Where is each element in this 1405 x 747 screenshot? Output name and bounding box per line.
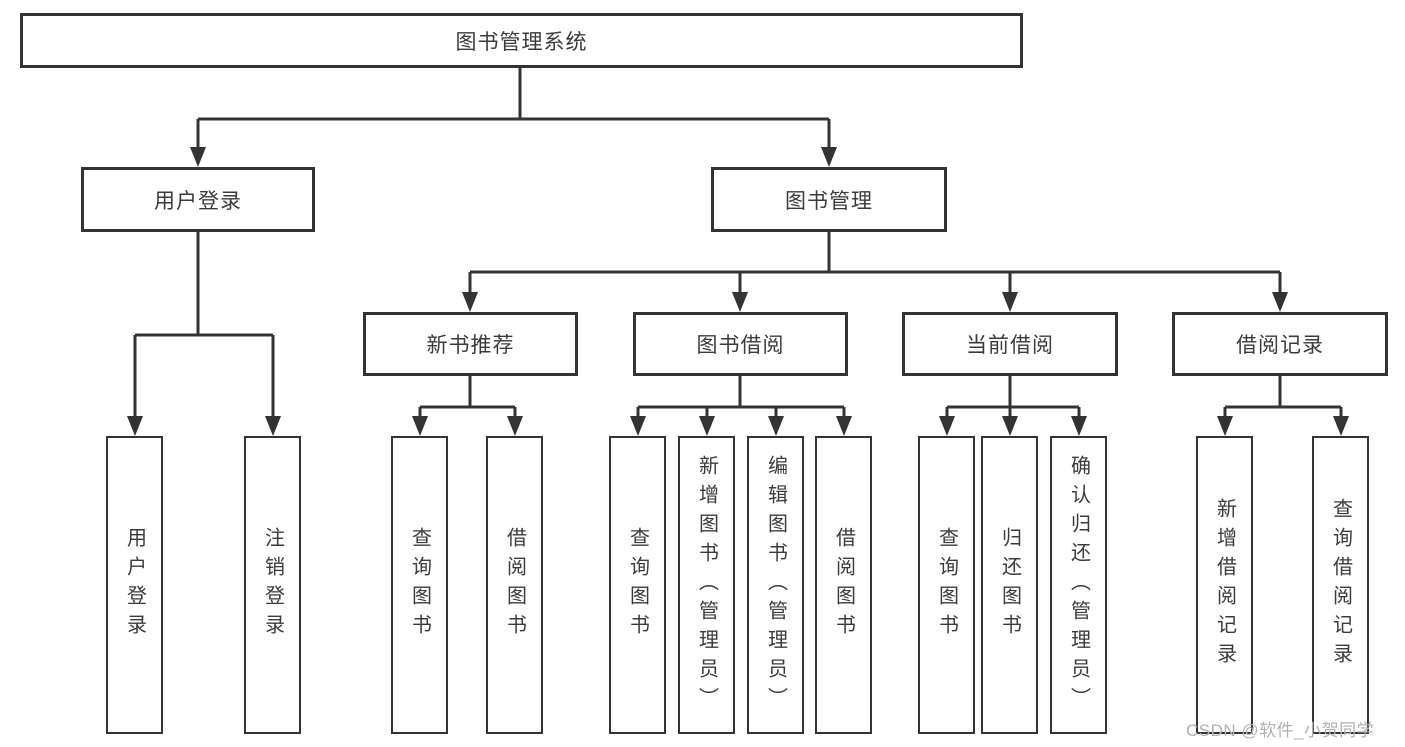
leaf-cu-return-book-label: 归还图书 — [998, 527, 1021, 643]
leaf-user-login-label: 用户登录 — [123, 527, 146, 643]
leaf-bw-borrow-book: 借阅图书 — [815, 436, 872, 734]
node-current-borrow-label: 当前借阅 — [966, 334, 1054, 357]
leaf-nb-borrow-book: 借阅图书 — [486, 436, 543, 734]
node-new-book-recommend: 新书推荐 — [363, 312, 578, 376]
node-user-login: 用户登录 — [81, 167, 315, 232]
leaf-bw-edit-book: 编辑图书（管理员） — [747, 436, 804, 734]
leaf-rc-add-record: 新增借阅记录 — [1196, 436, 1253, 734]
csdn-watermark: CSDN @软件_小贺同学 — [1186, 721, 1375, 740]
leaf-rc-query-record-label: 查询借阅记录 — [1329, 498, 1352, 672]
leaf-cu-return-book: 归还图书 — [981, 436, 1038, 734]
leaf-logout: 注销登录 — [244, 436, 301, 734]
leaf-cu-confirm-return: 确认归还（管理员） — [1050, 436, 1107, 734]
leaf-bw-add-book: 新增图书（管理员） — [678, 436, 735, 734]
node-borrow-record-label: 借阅记录 — [1236, 334, 1324, 357]
leaf-rc-add-record-label: 新增借阅记录 — [1213, 498, 1236, 672]
leaf-nb-query-book: 查询图书 — [391, 436, 448, 734]
leaf-bw-add-book-label: 新增图书（管理员） — [695, 454, 718, 716]
leaf-bw-query-book: 查询图书 — [609, 436, 666, 734]
node-user-login-label: 用户登录 — [154, 189, 242, 213]
node-book-management-label: 图书管理 — [785, 189, 873, 213]
leaf-cu-query-book-label: 查询图书 — [935, 527, 958, 643]
node-book-borrow: 图书借阅 — [633, 312, 848, 376]
leaf-logout-label: 注销登录 — [261, 527, 284, 643]
leaf-bw-edit-book-label: 编辑图书（管理员） — [764, 454, 787, 716]
leaf-cu-query-book: 查询图书 — [918, 436, 975, 734]
leaf-nb-borrow-book-label: 借阅图书 — [503, 527, 526, 643]
node-borrow-record: 借阅记录 — [1172, 312, 1388, 376]
leaf-cu-confirm-return-label: 确认归还（管理员） — [1067, 454, 1090, 716]
node-root: 图书管理系统 — [20, 13, 1023, 68]
leaf-bw-query-book-label: 查询图书 — [626, 527, 649, 643]
leaf-bw-borrow-book-label: 借阅图书 — [832, 527, 855, 643]
node-current-borrow: 当前借阅 — [902, 312, 1118, 376]
node-book-management: 图书管理 — [711, 167, 947, 232]
node-book-borrow-label: 图书借阅 — [696, 334, 785, 357]
node-root-label: 图书管理系统 — [455, 30, 588, 54]
node-new-book-recommend-label: 新书推荐 — [426, 334, 515, 357]
leaf-rc-query-record: 查询借阅记录 — [1312, 436, 1369, 734]
leaf-nb-query-book-label: 查询图书 — [408, 527, 431, 643]
leaf-user-login: 用户登录 — [106, 436, 163, 734]
